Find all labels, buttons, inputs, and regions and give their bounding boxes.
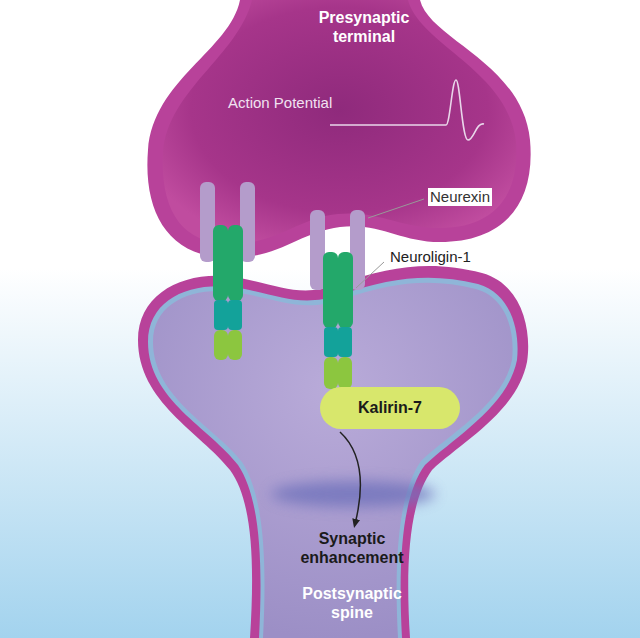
label-text: Neurexin <box>428 188 492 206</box>
presynaptic-interior <box>163 0 517 244</box>
label-text: Action Potential <box>228 94 332 112</box>
node-text: Kalirin-7 <box>358 399 422 417</box>
postsynaptic-spine-interior <box>153 283 513 638</box>
leader-line <box>368 199 424 218</box>
label-text: Synaptic enhancement <box>282 529 422 567</box>
protein-pill: Kalirin-7 <box>320 387 460 429</box>
effect-arrow <box>340 432 360 524</box>
postsynaptic-spine-layer <box>148 278 518 638</box>
action-potential-trace <box>330 80 484 140</box>
label-text: Postsynaptic spine <box>287 584 417 622</box>
label-text: Presynaptic terminal <box>304 8 424 46</box>
neuroligin-dimers <box>213 225 353 389</box>
enhancement-glow <box>271 481 435 507</box>
leader-line <box>356 262 384 288</box>
label-text: Neuroligin-1 <box>388 248 473 266</box>
